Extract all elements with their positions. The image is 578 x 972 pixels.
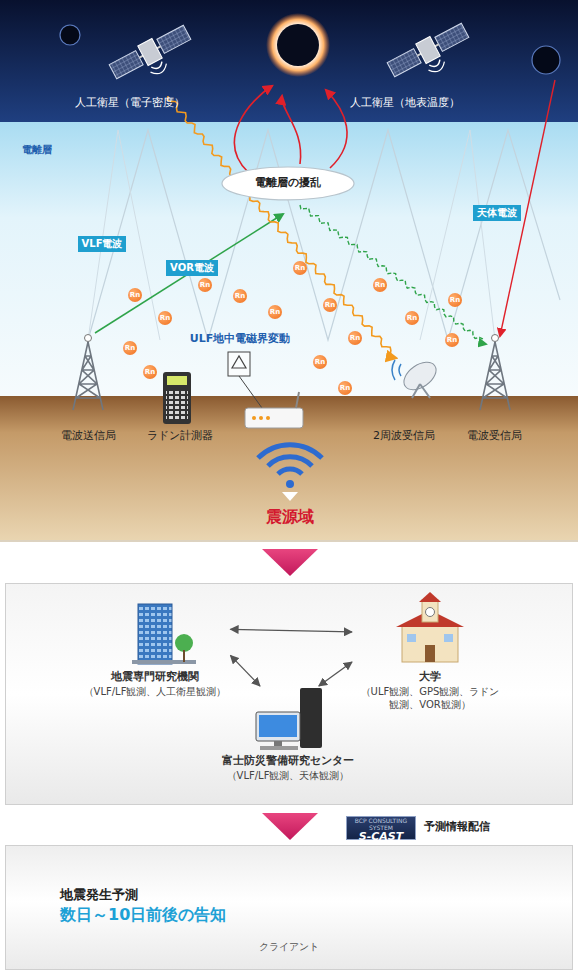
- radon-particle: Rn: [313, 355, 327, 369]
- connector-arrow: [230, 629, 352, 632]
- institution-node: 地震専門研究機関（VLF/LF観測、人工衛星観測）: [80, 598, 231, 702]
- radon-particle: Rn: [268, 305, 282, 319]
- node-title: 天体電波: [477, 206, 517, 220]
- connector-arrow: [319, 662, 352, 686]
- radon-particle: Rn: [293, 261, 307, 275]
- radon-particle: Rn: [445, 333, 459, 347]
- focal-region-label: 震源域: [266, 507, 314, 526]
- client-panel: 地震発生予測数日～10日前後の告知クライアント: [5, 845, 573, 970]
- node-text: （ULF観測、GPS観測、ラドン観測、VOR観測）: [356, 685, 504, 712]
- node-text: 数日～10日前後の告知: [60, 904, 226, 926]
- node-title: VLF電波: [82, 237, 123, 251]
- station-label: 電波受信局: [467, 429, 522, 442]
- radon-particle: Rn: [158, 311, 172, 325]
- radio-tag: VOR電波: [166, 260, 218, 276]
- institution-node: 大学（ULF観測、GPS観測、ラドン観測、VOR観測）: [352, 596, 508, 716]
- radon-particle: Rn: [338, 381, 352, 395]
- satellite-label: 人工衛星（電子密度）: [75, 96, 185, 109]
- radon-particle: Rn: [128, 288, 142, 302]
- radon-particle: Rn: [348, 331, 362, 345]
- signal-label: ULF地中電磁界変動: [190, 332, 290, 345]
- delivery-label: 予測情報配信: [424, 820, 490, 833]
- institution-node: 富士防災警備研究センター（VLF/LF観測、天体観測）: [218, 686, 358, 786]
- scast-badge: BCP CONSULTING SYSTEMS-CAST: [346, 816, 416, 840]
- node-text: S-CAST: [347, 831, 415, 843]
- layer-label: 電離層: [22, 144, 52, 156]
- radon-particle: Rn: [373, 278, 387, 292]
- station-label: 電波送信局: [61, 429, 116, 442]
- radio-tag: VLF電波: [78, 236, 127, 252]
- node-title: BCP CONSULTING SYSTEM: [347, 818, 415, 831]
- node-title: 大学: [356, 670, 504, 685]
- node-text: （VLF/LF観測、人工衛星観測）: [84, 685, 227, 699]
- device-label: ラドン計測器: [147, 429, 213, 442]
- node-text: （VLF/LF観測、天体観測）: [222, 769, 354, 783]
- radio-tag: 天体電波: [473, 205, 521, 221]
- node-title: 富士防災警備研究センター: [222, 754, 354, 769]
- node-title: VOR電波: [170, 261, 214, 275]
- node-title: 地震発生予測: [60, 886, 138, 904]
- radon-particle: Rn: [198, 278, 212, 292]
- satellite-label: 人工衛星（地表温度）: [350, 96, 460, 109]
- radon-particle: Rn: [123, 341, 137, 355]
- radon-particle: Rn: [448, 293, 462, 307]
- radon-particle: Rn: [405, 311, 419, 325]
- radon-particle: Rn: [323, 298, 337, 312]
- radon-particle: Rn: [143, 365, 157, 379]
- node-text: クライアント: [6, 940, 572, 954]
- connector-arrow: [230, 655, 260, 686]
- node-title: 電離層の擾乱: [255, 176, 321, 191]
- node-title: 地震専門研究機関: [84, 670, 227, 685]
- station-label: 2周波受信局: [373, 429, 435, 442]
- ionosphere-ellipse: 電離層の擾乱: [221, 166, 355, 201]
- radon-particle: Rn: [233, 289, 247, 303]
